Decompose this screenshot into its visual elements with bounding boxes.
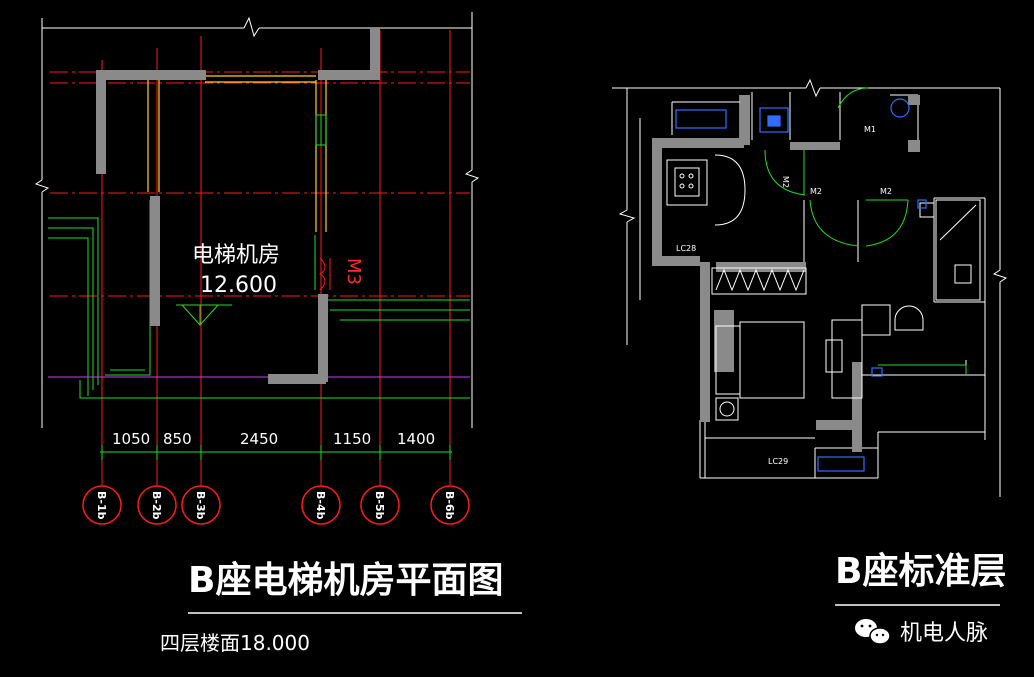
tag-m1: M1 [864,125,876,134]
kitchen-stove [666,154,746,226]
axis-label-6: B-6b [443,491,456,520]
tag-m2-right: M2 [880,187,892,196]
axis-bubble-2 [137,485,177,525]
bathroom-fixtures [919,199,981,301]
axis-bubble-3 [181,485,221,525]
axis-label-2: B-2b [150,491,163,520]
dim-850: 850 [163,430,192,448]
right-plan-title: B座标准层 [835,551,1006,592]
axis-label-1: B-1b [95,491,108,520]
room-elevation: 12.600 [200,273,277,298]
desk-chair [825,304,924,399]
door-label-m3: M3 [343,258,364,285]
tag-m2-left: M2 [810,187,822,196]
left-plan-title: B座电梯机房平面图 [188,560,503,601]
axis-bubbles: B-1b B-2b B-3b B-4b B-5b B-6b [82,460,470,525]
dim-1400: 1400 [397,430,435,448]
axis-bubble-5 [360,485,400,525]
axis-label-4: B-4b [314,491,327,520]
axis-label-3: B-3b [194,491,207,520]
dim-2450: 2450 [240,430,278,448]
axis-lines [50,30,470,460]
tag-lc28: LC28 [676,244,696,253]
dim-1150: 1150 [333,430,371,448]
dimension-line: 1050 850 2450 1150 1400 [100,430,452,460]
tag-m2-top: M2 [781,176,790,188]
axis-bubble-6 [430,485,470,525]
axis-bubble-1 [82,485,122,525]
elevation-marker [176,304,232,326]
left-elevator-machine-room-plan: M3 电梯机房 12.600 1050 850 2450 1150 1400 [34,12,522,655]
wechat-icon [855,619,891,645]
right-standard-floor-plan: LC28 LC29 M2 M2 M1 M2 B座标准层 [612,78,1008,606]
left-plan-subtitle: 四层楼面18.000 [160,631,310,655]
watermark-text: 机电人脉 [900,621,988,646]
axis-label-5: B-5b [373,491,386,520]
wardrobe [711,267,807,295]
door-swings [764,87,967,375]
watermark: 机电人脉 [855,619,988,646]
room-name: 电梯机房 [192,243,280,268]
tag-lc29: LC29 [768,457,788,466]
bed [715,321,805,421]
blue-fixtures [675,98,927,472]
dim-1050: 1050 [112,430,150,448]
axis-bubble-4 [301,485,341,525]
